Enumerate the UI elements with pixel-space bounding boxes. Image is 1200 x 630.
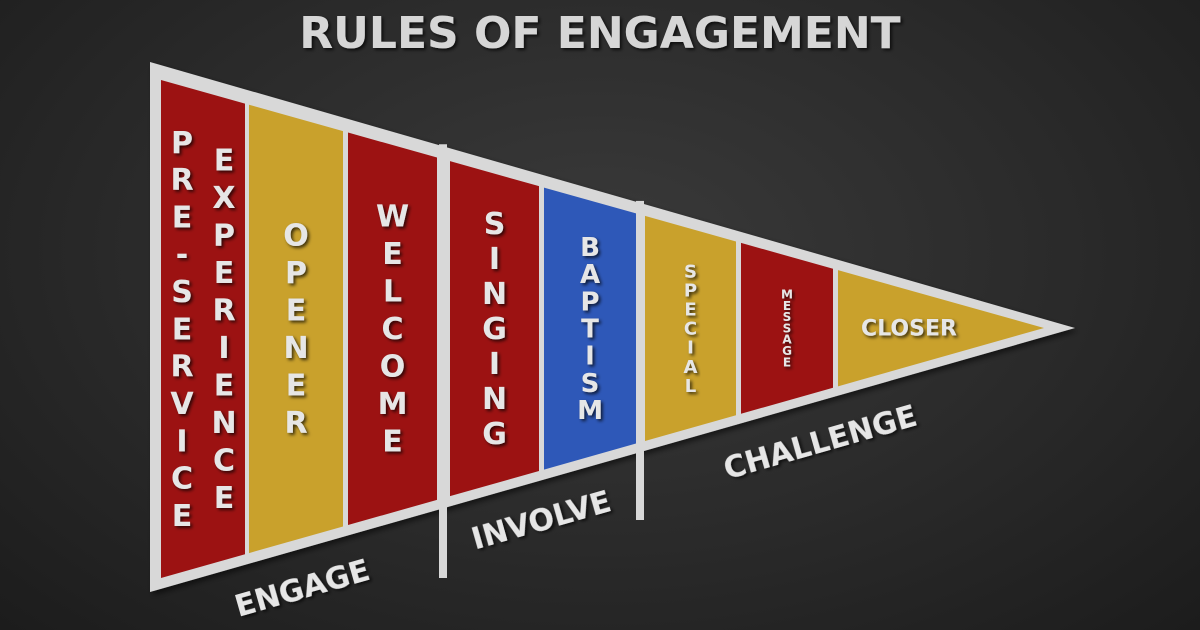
group-label-involve: INVOLVE — [468, 484, 615, 557]
segment-singing — [450, 161, 539, 497]
segment-opener — [249, 104, 343, 554]
segment-label-closer: CLOSER — [861, 317, 957, 342]
page-title: RULES OF ENGAGEMENT — [299, 8, 900, 59]
segment-baptism — [544, 187, 636, 470]
segment-special — [645, 215, 736, 441]
group-divider-1 — [439, 144, 447, 578]
segment-message — [741, 242, 833, 414]
segment-pre-service-experience — [161, 80, 245, 578]
group-divider-layer — [439, 144, 644, 578]
group-label-engage: ENGAGE — [231, 553, 374, 625]
segment-closer — [838, 270, 1044, 387]
group-divider-2 — [636, 200, 644, 520]
segment-welcome — [348, 132, 437, 526]
